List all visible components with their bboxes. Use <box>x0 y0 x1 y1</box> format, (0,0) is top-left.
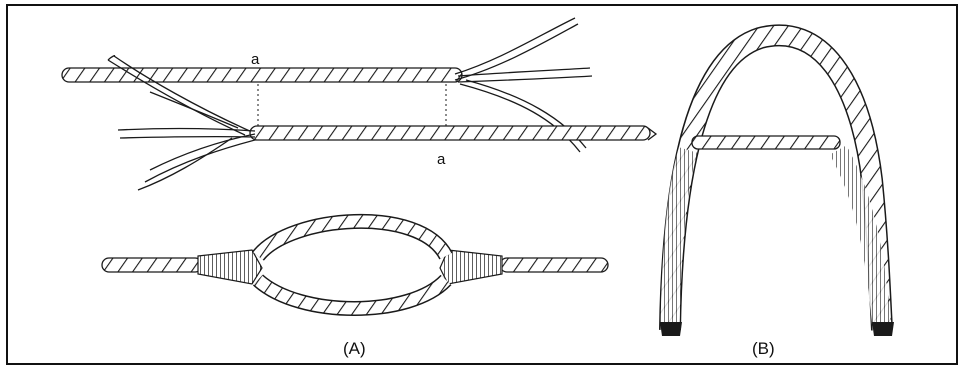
left-leg-end <box>660 322 682 336</box>
point-label-top: a <box>251 51 260 68</box>
point-label-bottom: a <box>437 151 446 168</box>
right-leg-end <box>872 322 894 336</box>
eye-left-rope <box>102 258 202 272</box>
panel-b-served-eye: (B) <box>660 35 894 358</box>
eye-left-seizing <box>198 250 262 284</box>
panel-b-caption: (B) <box>752 339 775 358</box>
eye-right-seizing <box>440 250 502 284</box>
eye-right-rope <box>500 258 608 272</box>
upper-rope <box>62 68 462 82</box>
panel-a-caption: (A) <box>343 339 366 358</box>
panel-a-eye-splice: (A) <box>102 221 608 358</box>
lower-rope <box>250 126 650 140</box>
crossbar-rope <box>692 136 840 149</box>
lower-rope-strands <box>118 129 255 190</box>
panel-a-top-splice: a a <box>62 18 656 190</box>
